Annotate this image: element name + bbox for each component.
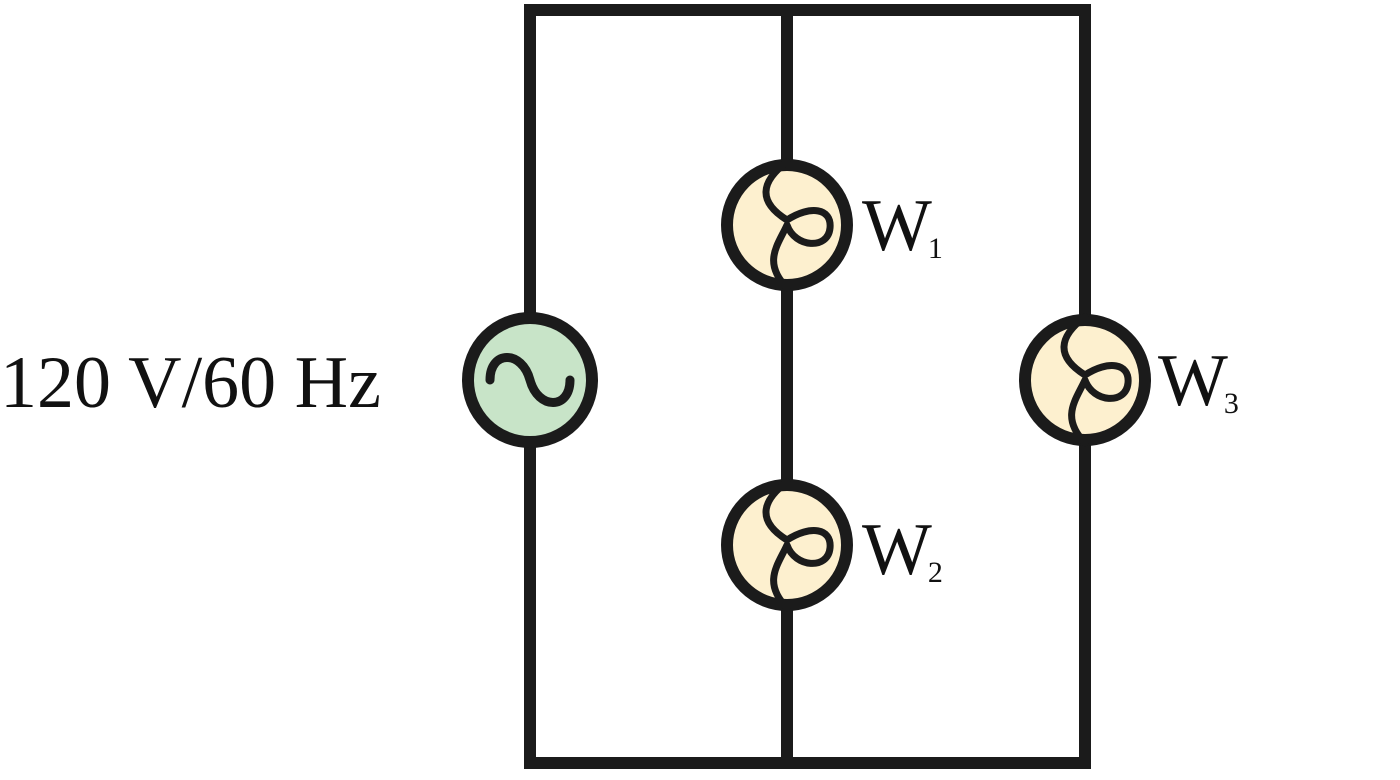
lamp-w3-subscript: 3 bbox=[1224, 387, 1239, 420]
lamp-w3-letter: W bbox=[1158, 340, 1228, 422]
lamp-w1 bbox=[721, 158, 853, 292]
lamp-w2 bbox=[721, 478, 853, 612]
outer-loop-wire bbox=[524, 4, 1091, 769]
lamp-w3 bbox=[1019, 313, 1151, 447]
lamp-w3-filament-icon bbox=[1060, 313, 1132, 447]
lamp-w1-filament-icon bbox=[762, 158, 834, 292]
lamp-w2-subscript: 2 bbox=[928, 556, 943, 589]
lamp-w1-label: W1 bbox=[862, 185, 943, 267]
lamp-w2-filament-icon bbox=[762, 478, 834, 612]
lamp-w3-label: W3 bbox=[1158, 340, 1239, 422]
lamp-w2-label: W2 bbox=[862, 509, 943, 591]
sine-wave-icon bbox=[485, 353, 575, 407]
lamp-w1-subscript: 1 bbox=[928, 232, 943, 265]
ac-source bbox=[462, 312, 598, 448]
source-label: 120 V/60 Hz bbox=[0, 342, 381, 424]
lamp-w2-letter: W bbox=[862, 509, 932, 591]
lamp-w1-letter: W bbox=[862, 185, 932, 267]
